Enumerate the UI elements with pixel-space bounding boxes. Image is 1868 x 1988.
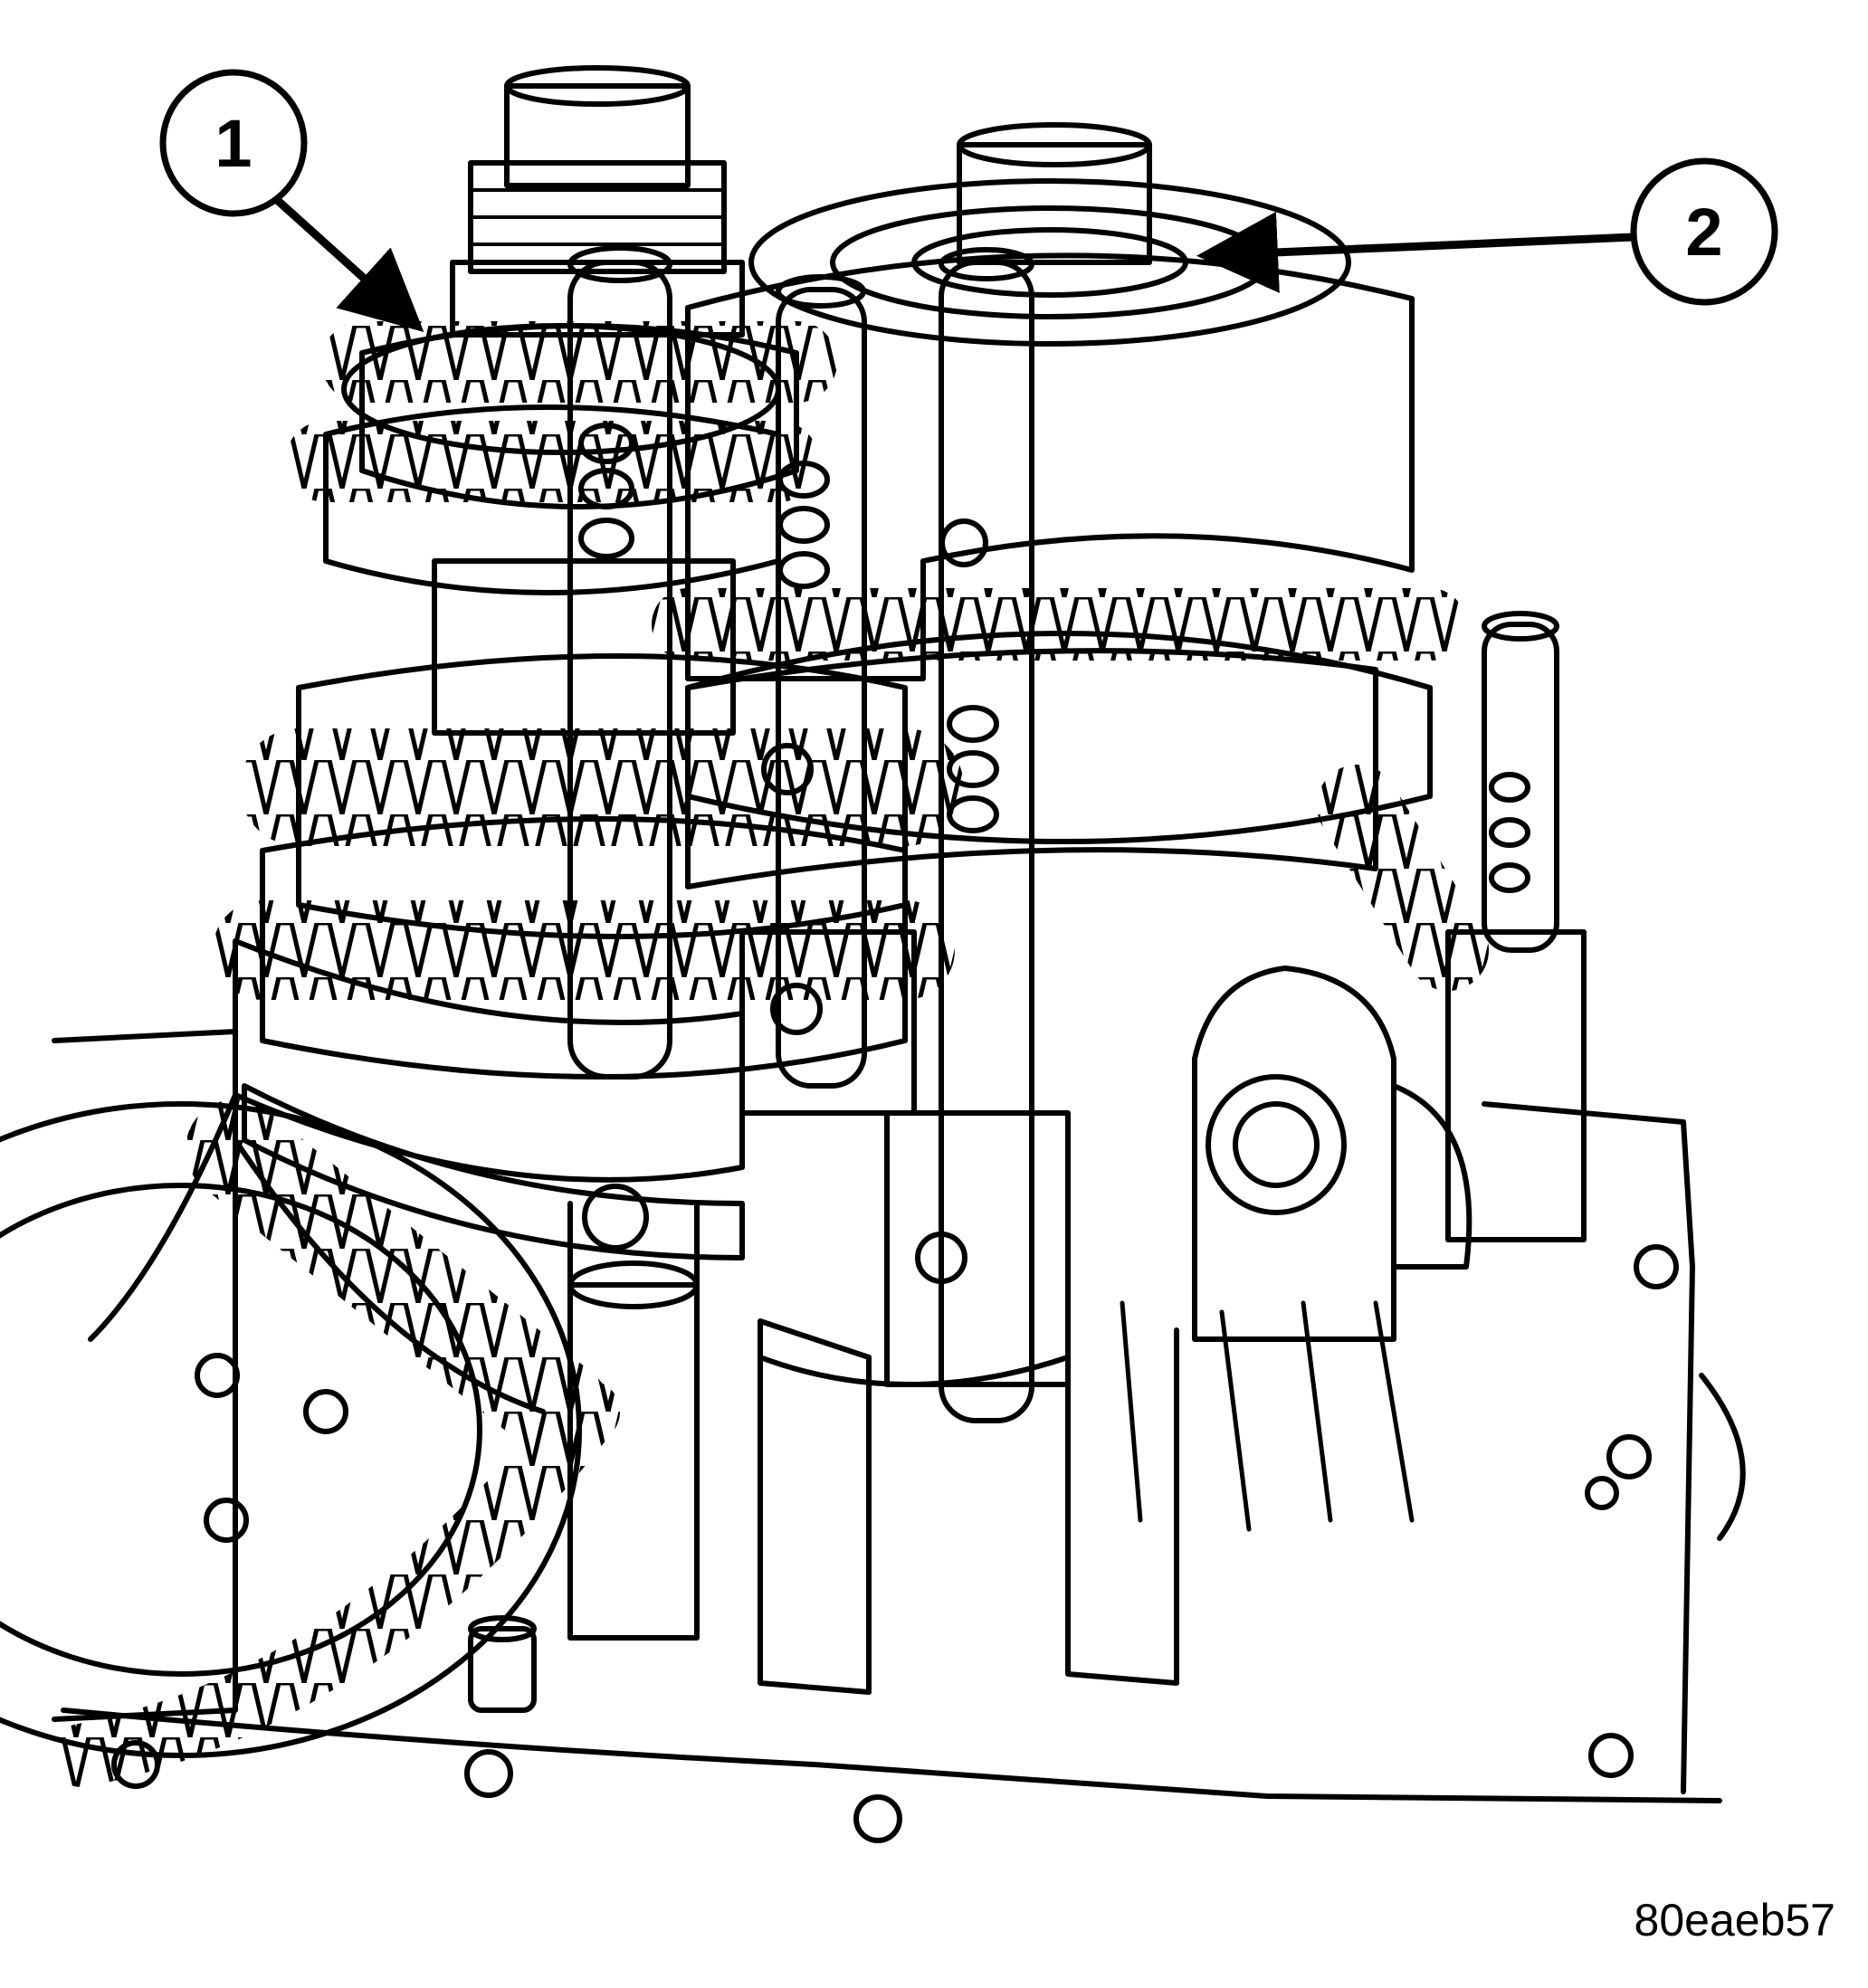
left-shift-rail (567, 260, 672, 1080)
left-large-gear-2 (260, 816, 908, 1080)
center-fork-bracket (739, 929, 917, 1116)
bearing-boss (1192, 965, 1396, 1342)
right-case-edge (1482, 1101, 1695, 1794)
center-shift-rail (776, 287, 867, 1089)
reverse-shaft (1482, 622, 1559, 953)
callout-2-circle (1630, 157, 1778, 306)
figure-code: 80eaeb57 (1634, 1895, 1835, 1945)
right-shift-rail (939, 260, 1034, 1423)
callout-2-label: 2 (1685, 195, 1722, 270)
left-rail-boss (567, 1282, 700, 1641)
right-upper-shift-fork (685, 252, 1415, 681)
callout-1: 1 (159, 69, 424, 333)
callout-1-arrow (272, 195, 424, 333)
left-shaft-top-bearing (504, 83, 691, 188)
callout-2-arrow (1196, 211, 1634, 293)
callout-2: 2 (1196, 157, 1778, 306)
callout-1-circle (159, 69, 308, 217)
dowel-pin (468, 1626, 537, 1713)
ring-gear-teeth (50, 1380, 620, 1787)
callout-1-label: 1 (214, 106, 252, 181)
lower-fork-bracket (884, 1110, 1071, 1387)
synchro-ring-top (748, 178, 1351, 347)
main-shaft-top-bearing (957, 142, 1152, 265)
center-housing-boss (758, 1318, 872, 1695)
case-bottom-edge (61, 1707, 1722, 1803)
reverse-shaft-boss (1445, 929, 1587, 1242)
ring-gear-inner (0, 1183, 482, 1677)
